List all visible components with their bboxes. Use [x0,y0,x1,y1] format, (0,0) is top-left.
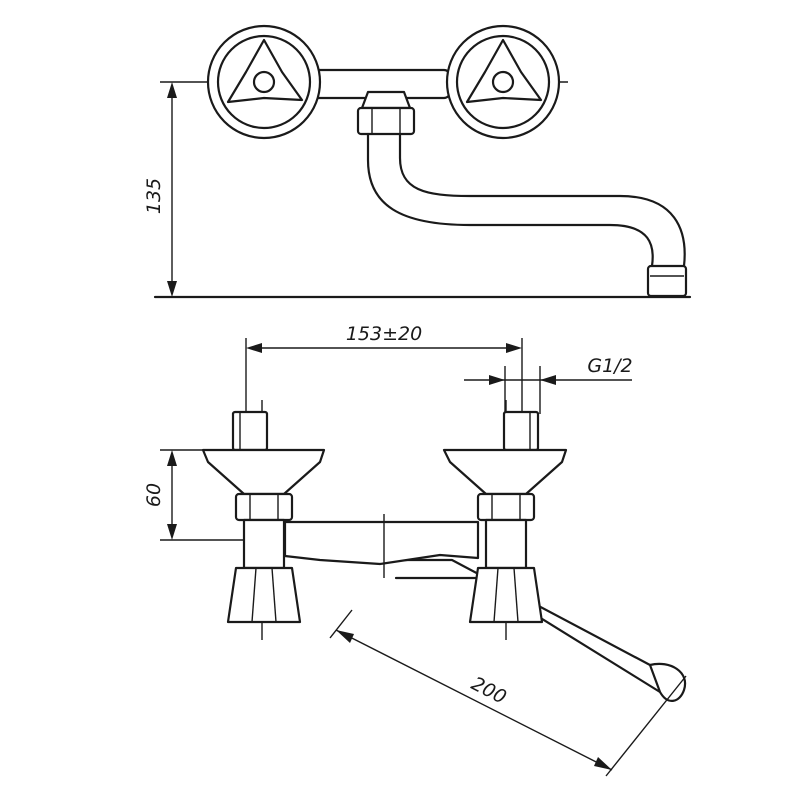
left-valve-nut [234,492,294,522]
right-inlet-thread [502,410,540,452]
dim-135: 135 [143,82,177,297]
front-view: 153±20 G1/2 60 [143,323,687,777]
dim-g12: G1/2 [464,355,633,414]
left-handle-front [226,566,302,624]
spout-tip-front [648,662,687,702]
left-valve-body [242,518,286,570]
spout-aerator [646,264,688,298]
left-valve-front [201,400,326,640]
dim-g12-label: G1/2 [587,355,632,377]
top-view: 135 [143,24,692,299]
dim-153: 153±20 [245,323,523,420]
right-escutcheon [442,448,568,496]
left-inlet-thread [231,410,269,452]
spout-nut-top [356,90,416,136]
left-escutcheon [201,448,326,496]
right-handle-front [468,566,544,624]
spout-front [394,558,687,702]
right-valve-front [442,400,568,640]
dim-60-label: 60 [143,483,165,507]
dim-135-label: 135 [143,178,165,214]
front-connecting-bar [283,520,480,566]
right-handle-top [445,24,561,140]
spout-top [366,132,688,298]
right-valve-nut [476,492,536,522]
left-handle-top [206,24,322,140]
dim-153-label: 153±20 [346,323,422,345]
dim-200: 200 [329,609,687,777]
dim-200-label: 200 [468,673,510,709]
right-valve-body [484,518,528,570]
